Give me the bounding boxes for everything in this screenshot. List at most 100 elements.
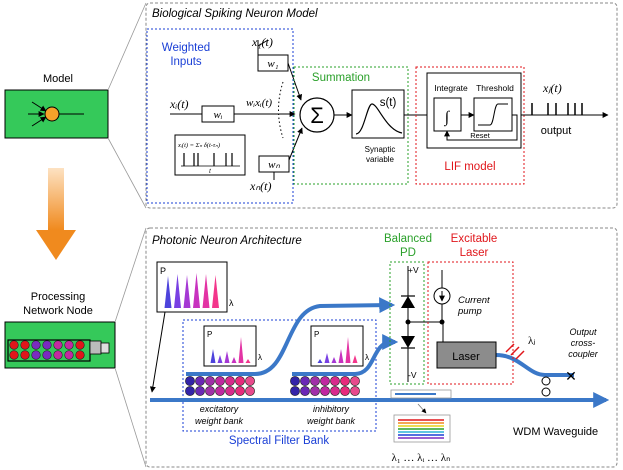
excitatory-label-2: weight bank bbox=[195, 416, 244, 426]
excitatory-label-1: excitatory bbox=[200, 404, 239, 414]
node-label-2: Network Node bbox=[23, 305, 93, 317]
node-ring bbox=[20, 340, 30, 350]
output-coupler-label-3: coupler bbox=[568, 349, 599, 359]
excitatory-filter-ring bbox=[205, 386, 215, 396]
output-xj-label: xⱼ(t) bbox=[542, 81, 562, 95]
node-ring bbox=[31, 340, 41, 350]
bottom-title: Photonic Neuron Architecture bbox=[152, 235, 302, 247]
excitatory-filter-ring bbox=[215, 376, 225, 386]
node-ring bbox=[42, 340, 52, 350]
excitable-laser-label-2: Laser bbox=[460, 247, 489, 259]
model-icon bbox=[4, 89, 109, 139]
weighted-inputs-label-1: Weighted bbox=[162, 42, 210, 54]
current-pump-label-1: Current bbox=[458, 295, 490, 306]
orange-down-arrow bbox=[36, 168, 76, 260]
synaptic-curve bbox=[355, 103, 403, 135]
inhibitory-filter-ring bbox=[330, 386, 340, 396]
node-ring bbox=[31, 350, 41, 360]
excitatory-spectrum-peak bbox=[231, 357, 237, 363]
lambda-channel-list: λ₁ … λᵢ … λₙ bbox=[391, 452, 450, 464]
input-spectrum-peak bbox=[164, 276, 172, 308]
node-ring bbox=[42, 350, 52, 360]
inhibitory-filter-ring bbox=[340, 376, 350, 386]
weighted-input-label: wᵢxᵢ(t) bbox=[246, 97, 272, 109]
balanced-pd-box bbox=[389, 261, 425, 385]
excitatory-filter-ring bbox=[235, 386, 245, 396]
synaptic-label-2: variable bbox=[366, 155, 395, 164]
inhibitory-filter-ring bbox=[350, 376, 360, 386]
excitatory-filter-ring bbox=[225, 376, 235, 386]
current-pump-label-2: pump bbox=[457, 306, 482, 317]
excitatory-filter-ring bbox=[205, 376, 215, 386]
integral-icon: ∫ bbox=[444, 109, 451, 127]
spike-train-inset bbox=[174, 134, 246, 176]
spectral-filter-bank-box bbox=[182, 319, 377, 432]
synaptic-st-label: s(t) bbox=[380, 97, 397, 109]
excitatory-spectrum-p: P bbox=[207, 330, 212, 339]
balanced-pd-label-2: PD bbox=[400, 247, 416, 259]
node-ring bbox=[9, 350, 19, 360]
inhibitory-spectrum-lambda: λ bbox=[365, 353, 369, 362]
laser-label: Laser bbox=[452, 351, 480, 363]
node-ring bbox=[53, 350, 63, 360]
node-ring bbox=[53, 340, 63, 350]
excitatory-spectrum-peak bbox=[238, 337, 244, 363]
input-spectrum-p: P bbox=[160, 266, 166, 276]
top-title: Biological Spiking Neuron Model bbox=[152, 8, 318, 20]
inhibitory-filter-ring bbox=[300, 376, 310, 386]
inhibitory-spectrum-peak bbox=[331, 357, 337, 363]
threshold-curve bbox=[478, 103, 508, 126]
laser-output-waveguide bbox=[495, 353, 574, 377]
model-label: Model bbox=[43, 73, 73, 85]
excitatory-spectrum-peak bbox=[245, 359, 251, 363]
inhibitory-filter-ring bbox=[310, 376, 320, 386]
excitable-laser-label-1: Excitable bbox=[451, 233, 498, 245]
weight-wi-label: wᵢ bbox=[213, 109, 222, 121]
excitatory-filter-ring bbox=[185, 386, 195, 396]
inhibitory-filter-ring bbox=[310, 386, 320, 396]
excitable-laser-box bbox=[427, 261, 514, 385]
excitatory-weight-bank bbox=[185, 376, 255, 396]
inhibitory-spectrum-peak bbox=[338, 349, 344, 363]
excitatory-filter-ring bbox=[225, 386, 235, 396]
inhibitory-drop-waveguide bbox=[292, 334, 399, 376]
inhibitory-filter-ring bbox=[320, 386, 330, 396]
inhibitory-filter-ring bbox=[350, 386, 360, 396]
inhibitory-filter-ring bbox=[290, 376, 300, 386]
input-xn-label: xₙ(t) bbox=[249, 179, 271, 193]
node-ring bbox=[64, 340, 74, 350]
lif-box bbox=[415, 66, 525, 185]
excitatory-filter-ring bbox=[215, 386, 225, 396]
excitatory-drop-waveguide bbox=[186, 297, 396, 376]
left-column: Model Processing Network Node bbox=[4, 2, 147, 468]
node-ring bbox=[75, 340, 85, 350]
inhibitory-filter-ring bbox=[330, 376, 340, 386]
plus-v-label: +V bbox=[408, 265, 419, 275]
laser-block bbox=[436, 341, 497, 369]
input-spectrum-peak bbox=[202, 274, 210, 308]
inhibitory-spectrum-peak bbox=[352, 355, 358, 363]
coupler-ring-1 bbox=[541, 376, 551, 386]
excitatory-filter-ring bbox=[195, 376, 205, 386]
inhibitory-filter-ring bbox=[340, 386, 350, 396]
input-spectrum-peak bbox=[212, 275, 219, 308]
integrate-label: Integrate bbox=[434, 83, 468, 93]
soma-icon bbox=[44, 106, 60, 122]
inhibitory-label-2: weight bank bbox=[307, 416, 356, 426]
photodiode-bottom-icon bbox=[401, 336, 415, 348]
input-xi-label: xᵢ(t) bbox=[169, 97, 189, 111]
input-spectrum-peak bbox=[174, 274, 181, 308]
node-label-1: Processing bbox=[31, 291, 85, 303]
excitatory-spectrum-lambda: λ bbox=[258, 353, 262, 362]
inhibitory-spectrum-peak bbox=[324, 353, 330, 363]
inhibitory-filter-ring bbox=[300, 386, 310, 396]
inhibitory-spectrum-peak bbox=[317, 359, 323, 363]
inset-time-axis: t bbox=[209, 169, 211, 175]
excitatory-filter-ring bbox=[185, 376, 195, 386]
output-label: output bbox=[541, 125, 572, 137]
summation-box bbox=[293, 66, 409, 185]
sigma-symbol: Σ bbox=[310, 103, 324, 128]
summation-label: Summation bbox=[312, 72, 370, 84]
node-ring bbox=[20, 350, 30, 360]
